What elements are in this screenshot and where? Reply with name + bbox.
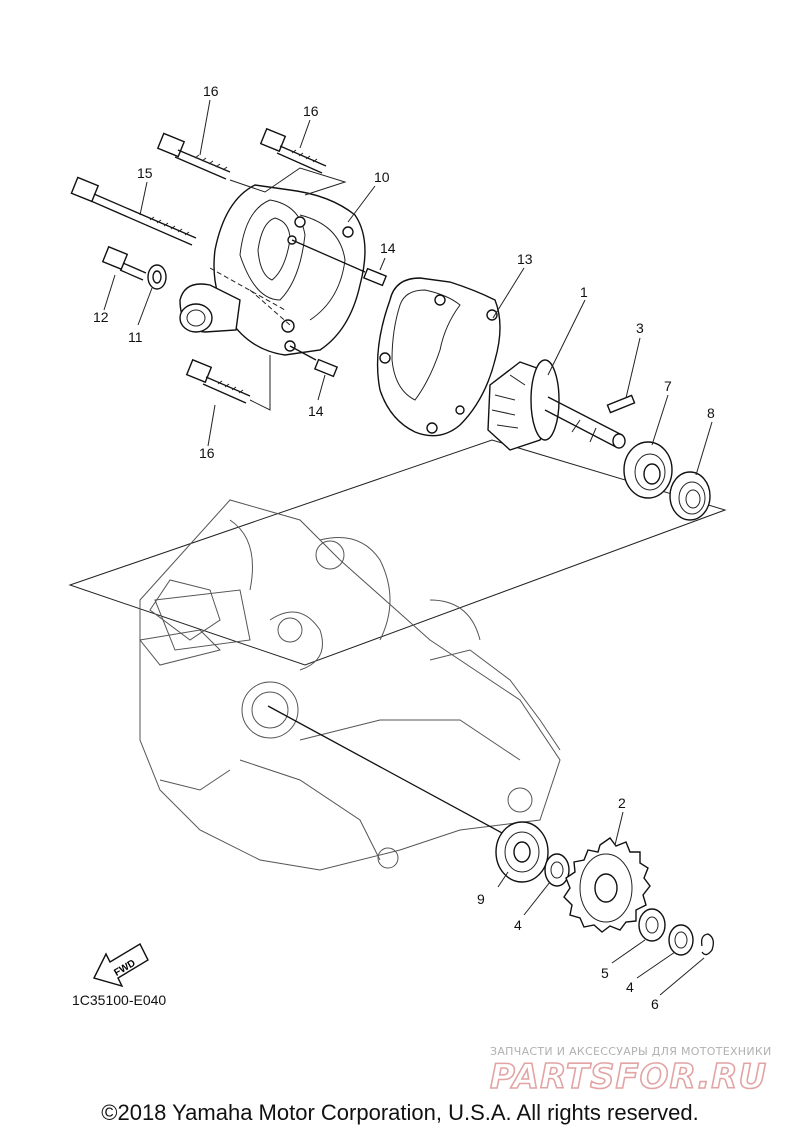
oil-seal-8 bbox=[669, 471, 711, 521]
bolt-16-upper-left bbox=[156, 132, 231, 180]
crankcase-outline bbox=[68, 439, 727, 871]
callout-4-upper: 4 bbox=[514, 917, 522, 933]
callout-2: 2 bbox=[618, 795, 626, 811]
gasket-13 bbox=[376, 277, 501, 437]
impeller-shaft-1 bbox=[487, 359, 626, 451]
callout-4-lower: 4 bbox=[626, 979, 634, 995]
bearing-7 bbox=[623, 441, 673, 499]
fwd-arrow-icon: FWD bbox=[92, 943, 149, 988]
washer-4-lower bbox=[668, 924, 694, 956]
dowel-pin-14-lower bbox=[289, 345, 339, 378]
callout-16-upper-left: 16 bbox=[203, 83, 219, 99]
washer-4-upper bbox=[544, 853, 570, 887]
impeller-gear-2 bbox=[563, 837, 651, 933]
callout-10: 10 bbox=[374, 169, 390, 185]
watermark-tagline: ЗАПЧАСТИ И АКСЕССУАРЫ ДЛЯ МОТОТЕХНИКИ bbox=[490, 1045, 772, 1058]
callout-14-lower: 14 bbox=[308, 403, 324, 419]
callout-13: 13 bbox=[517, 251, 533, 267]
bolt-15-long bbox=[70, 176, 197, 246]
callout-9: 9 bbox=[477, 891, 485, 907]
callout-16-upper-right: 16 bbox=[303, 103, 319, 119]
circlip-6 bbox=[700, 933, 714, 956]
watermark-brand: PARTSFOR.RU bbox=[490, 1057, 767, 1097]
bolt-16-lower bbox=[185, 355, 271, 411]
leader-lines bbox=[103, 99, 713, 996]
bolt-12 bbox=[101, 245, 147, 281]
callout-8: 8 bbox=[707, 405, 715, 421]
copyright-notice: ©2018 Yamaha Motor Corporation, U.S.A. A… bbox=[101, 1100, 699, 1125]
callout-5: 5 bbox=[601, 965, 609, 981]
dowel-pin-14-upper bbox=[291, 239, 388, 287]
callout-14-upper: 14 bbox=[380, 240, 396, 256]
washer-11 bbox=[147, 264, 167, 290]
callout-16-lower: 16 bbox=[199, 445, 215, 461]
callout-7: 7 bbox=[664, 378, 672, 394]
callout-15: 15 bbox=[137, 165, 153, 181]
pump-cover-10 bbox=[179, 167, 366, 356]
watermark: ЗАПЧАСТИ И АКСЕССУАРЫ ДЛЯ МОТОТЕХНИКИ PA… bbox=[489, 1045, 772, 1098]
callout-6: 6 bbox=[651, 996, 659, 1012]
callout-3: 3 bbox=[636, 320, 644, 336]
diagram-code: 1C35100-E040 bbox=[72, 992, 166, 1008]
bolt-16-upper-right bbox=[259, 127, 327, 174]
callout-11: 11 bbox=[128, 329, 143, 345]
callout-1: 1 bbox=[580, 284, 588, 300]
callout-12: 12 bbox=[93, 309, 109, 325]
pin-3 bbox=[606, 394, 636, 414]
bearing-9 bbox=[495, 821, 549, 883]
collar-5 bbox=[638, 908, 666, 942]
